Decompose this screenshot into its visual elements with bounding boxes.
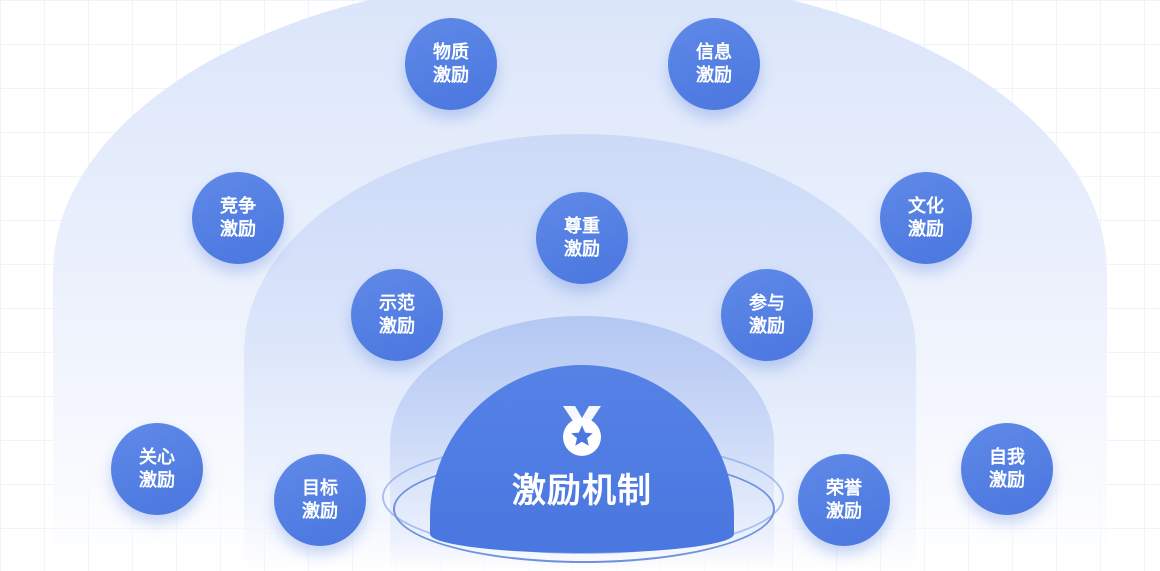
node-zunzhong[interactable]: 尊重激励 [536,192,628,284]
node-label: 示范激励 [379,293,415,337]
center-title: 激励机制 [512,471,652,511]
node-rongyu[interactable]: 荣誉激励 [798,454,890,546]
node-label: 荣誉激励 [826,478,862,522]
node-label: 信息激励 [696,42,732,86]
node-label: 自我激励 [989,447,1025,491]
medal-star-icon [563,406,601,456]
node-label: 尊重激励 [564,216,600,260]
node-label: 关心激励 [139,447,175,491]
node-label: 物质激励 [433,42,469,86]
node-guanxin[interactable]: 关心激励 [111,423,203,515]
node-label: 文化激励 [908,196,944,240]
node-label: 参与激励 [749,293,785,337]
node-xinxi[interactable]: 信息激励 [668,18,760,110]
node-mubiao[interactable]: 目标激励 [274,454,366,546]
node-wenhua[interactable]: 文化激励 [880,172,972,264]
node-label: 目标激励 [302,478,338,522]
node-canyu[interactable]: 参与激励 [721,269,813,361]
node-label: 竞争激励 [220,196,256,240]
node-ziwo[interactable]: 自我激励 [961,423,1053,515]
node-jingzheng[interactable]: 竞争激励 [192,172,284,264]
node-shifan[interactable]: 示范激励 [351,269,443,361]
node-wuzhi[interactable]: 物质激励 [405,18,497,110]
